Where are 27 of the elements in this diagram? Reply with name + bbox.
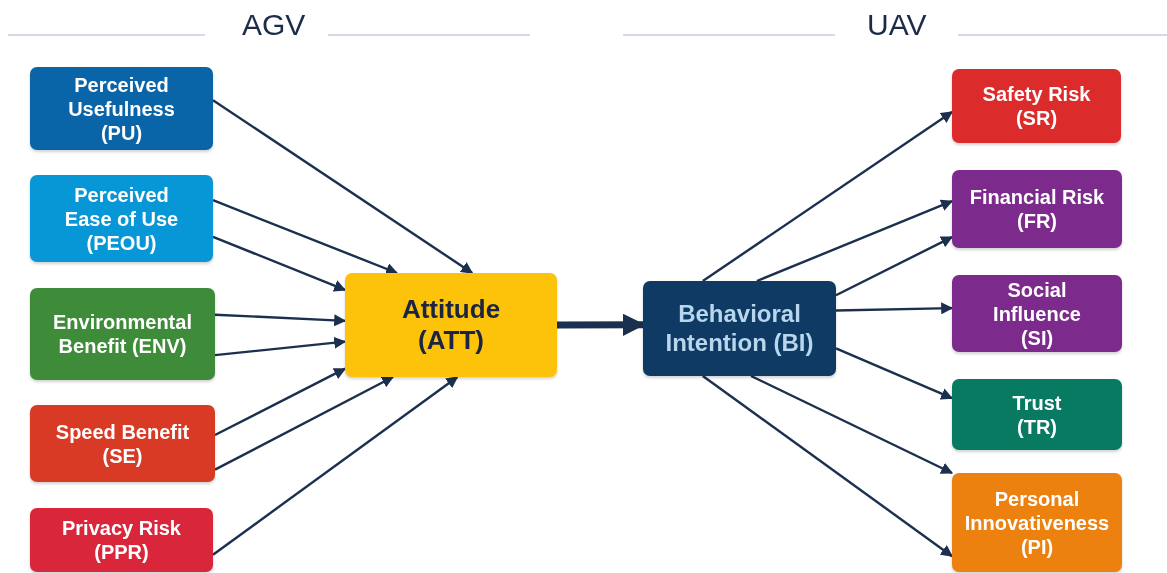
construct-box: Privacy Risk (PPR) (30, 508, 213, 572)
arrow (212, 376, 459, 556)
construct-box: Financial Risk (FR) (952, 170, 1122, 248)
arrow (214, 336, 347, 357)
arrow (214, 367, 347, 437)
arrow (214, 313, 347, 327)
arrow (835, 347, 954, 400)
arrow (702, 110, 953, 282)
arrow (212, 235, 347, 292)
arrow (214, 375, 394, 471)
arrow (212, 199, 399, 275)
construct-box: Speed Benefit (SE) (30, 405, 215, 482)
construct-box: Personal Innovativeness (PI) (952, 473, 1122, 572)
arrow (750, 374, 954, 475)
construct-box: Social Influence (SI) (952, 275, 1122, 352)
arrow (835, 236, 954, 297)
intention-box: Behavioral Intention (BI) (643, 281, 836, 376)
arrow (702, 375, 953, 558)
arrow (756, 199, 954, 283)
construct-box: Environmental Benefit (ENV) (30, 288, 215, 380)
attitude-box: Attitude (ATT) (345, 273, 557, 377)
construct-box: Perceived Usefulness (PU) (30, 67, 213, 150)
construct-box: Safety Risk (SR) (952, 69, 1121, 143)
arrow (212, 99, 474, 274)
construct-box: Perceived Ease of Use (PEOU) (30, 175, 213, 262)
construct-box: Trust (TR) (952, 379, 1122, 450)
arrow (835, 302, 954, 315)
